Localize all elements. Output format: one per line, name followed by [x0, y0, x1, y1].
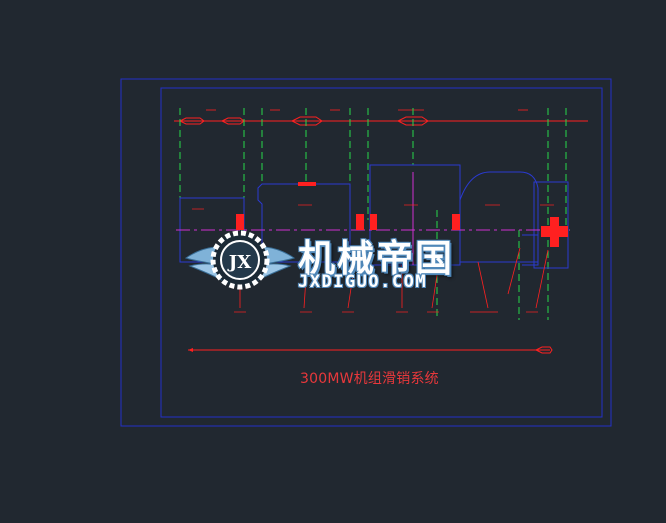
green-centerlines: [179, 108, 567, 320]
key-4: [452, 214, 460, 230]
bottom-axis-arrow: [188, 348, 193, 352]
key-cross-h: [541, 226, 568, 237]
key-1: [236, 214, 244, 230]
generator-end: [533, 181, 569, 269]
watermark-name-en: JXDIGUO.COM: [298, 272, 428, 292]
leader-lines: [239, 247, 549, 309]
lp-casing: [459, 171, 539, 263]
inner-labels: [192, 204, 554, 313]
key-3: [370, 214, 377, 230]
marker-1: [178, 117, 205, 125]
hp-casing: [257, 183, 351, 263]
drawing-title: 300MW机组滑销系统: [300, 371, 439, 387]
watermark-name-cn: 机械帝国: [298, 237, 454, 280]
inner-frame: [160, 87, 603, 418]
watermark-emblem: JX: [184, 230, 296, 290]
key-2: [356, 214, 364, 230]
sliding-keys: [236, 182, 568, 247]
key-top: [298, 182, 316, 186]
bottom-marker: [534, 346, 553, 354]
outer-frame: [120, 78, 612, 427]
emblem-letters: JX: [227, 252, 252, 273]
coupling-outline: [522, 234, 539, 266]
marker-4: [396, 116, 429, 126]
marker-3: [290, 116, 323, 126]
